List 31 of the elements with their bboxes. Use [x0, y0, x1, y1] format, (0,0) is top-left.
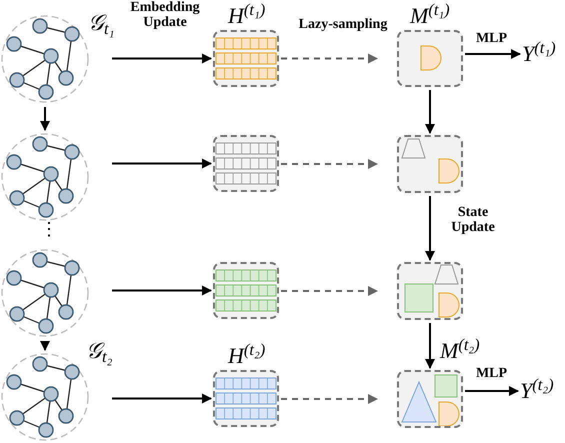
- arrow: [465, 386, 519, 396]
- arrow: [465, 49, 521, 59]
- arrow: [40, 107, 50, 131]
- arrow: [425, 90, 435, 134]
- arrow: [425, 196, 435, 261]
- arrow: [281, 286, 378, 296]
- arrow: [425, 323, 435, 369]
- symbol-label: H$^{(t₁)}$: [228, 5, 266, 27]
- arrow: [40, 341, 50, 351]
- ellipsis-label: ⋮: [40, 220, 58, 238]
- symbol-label: M$^{(t₁)}$: [410, 5, 450, 27]
- arrow: [112, 158, 212, 168]
- embedding-panel: [213, 135, 279, 192]
- arrow: [281, 394, 378, 404]
- symbol-label: M$^{(t₂)}$: [440, 340, 480, 362]
- edge-label: Embedding Update: [130, 0, 200, 30]
- embedding-panel: [213, 370, 279, 427]
- arrow: [112, 286, 212, 296]
- arrow: [112, 394, 212, 404]
- output-label: Y$^{(t₂)}$: [520, 380, 554, 402]
- embedding-panel: [213, 30, 279, 87]
- edge-label: Lazy-sampling: [298, 17, 388, 32]
- output-label: Y$^{(t₁)}$: [522, 43, 556, 65]
- arrow: [112, 54, 212, 64]
- edge-label: MLP: [474, 366, 508, 381]
- embedding-panel: [213, 262, 279, 319]
- arrow: [281, 54, 378, 64]
- arrow: [281, 159, 378, 169]
- symbol-label: H$^{(t₂)}$: [228, 345, 266, 367]
- edge-label: State Update: [450, 205, 496, 235]
- edge-label: MLP: [474, 31, 508, 46]
